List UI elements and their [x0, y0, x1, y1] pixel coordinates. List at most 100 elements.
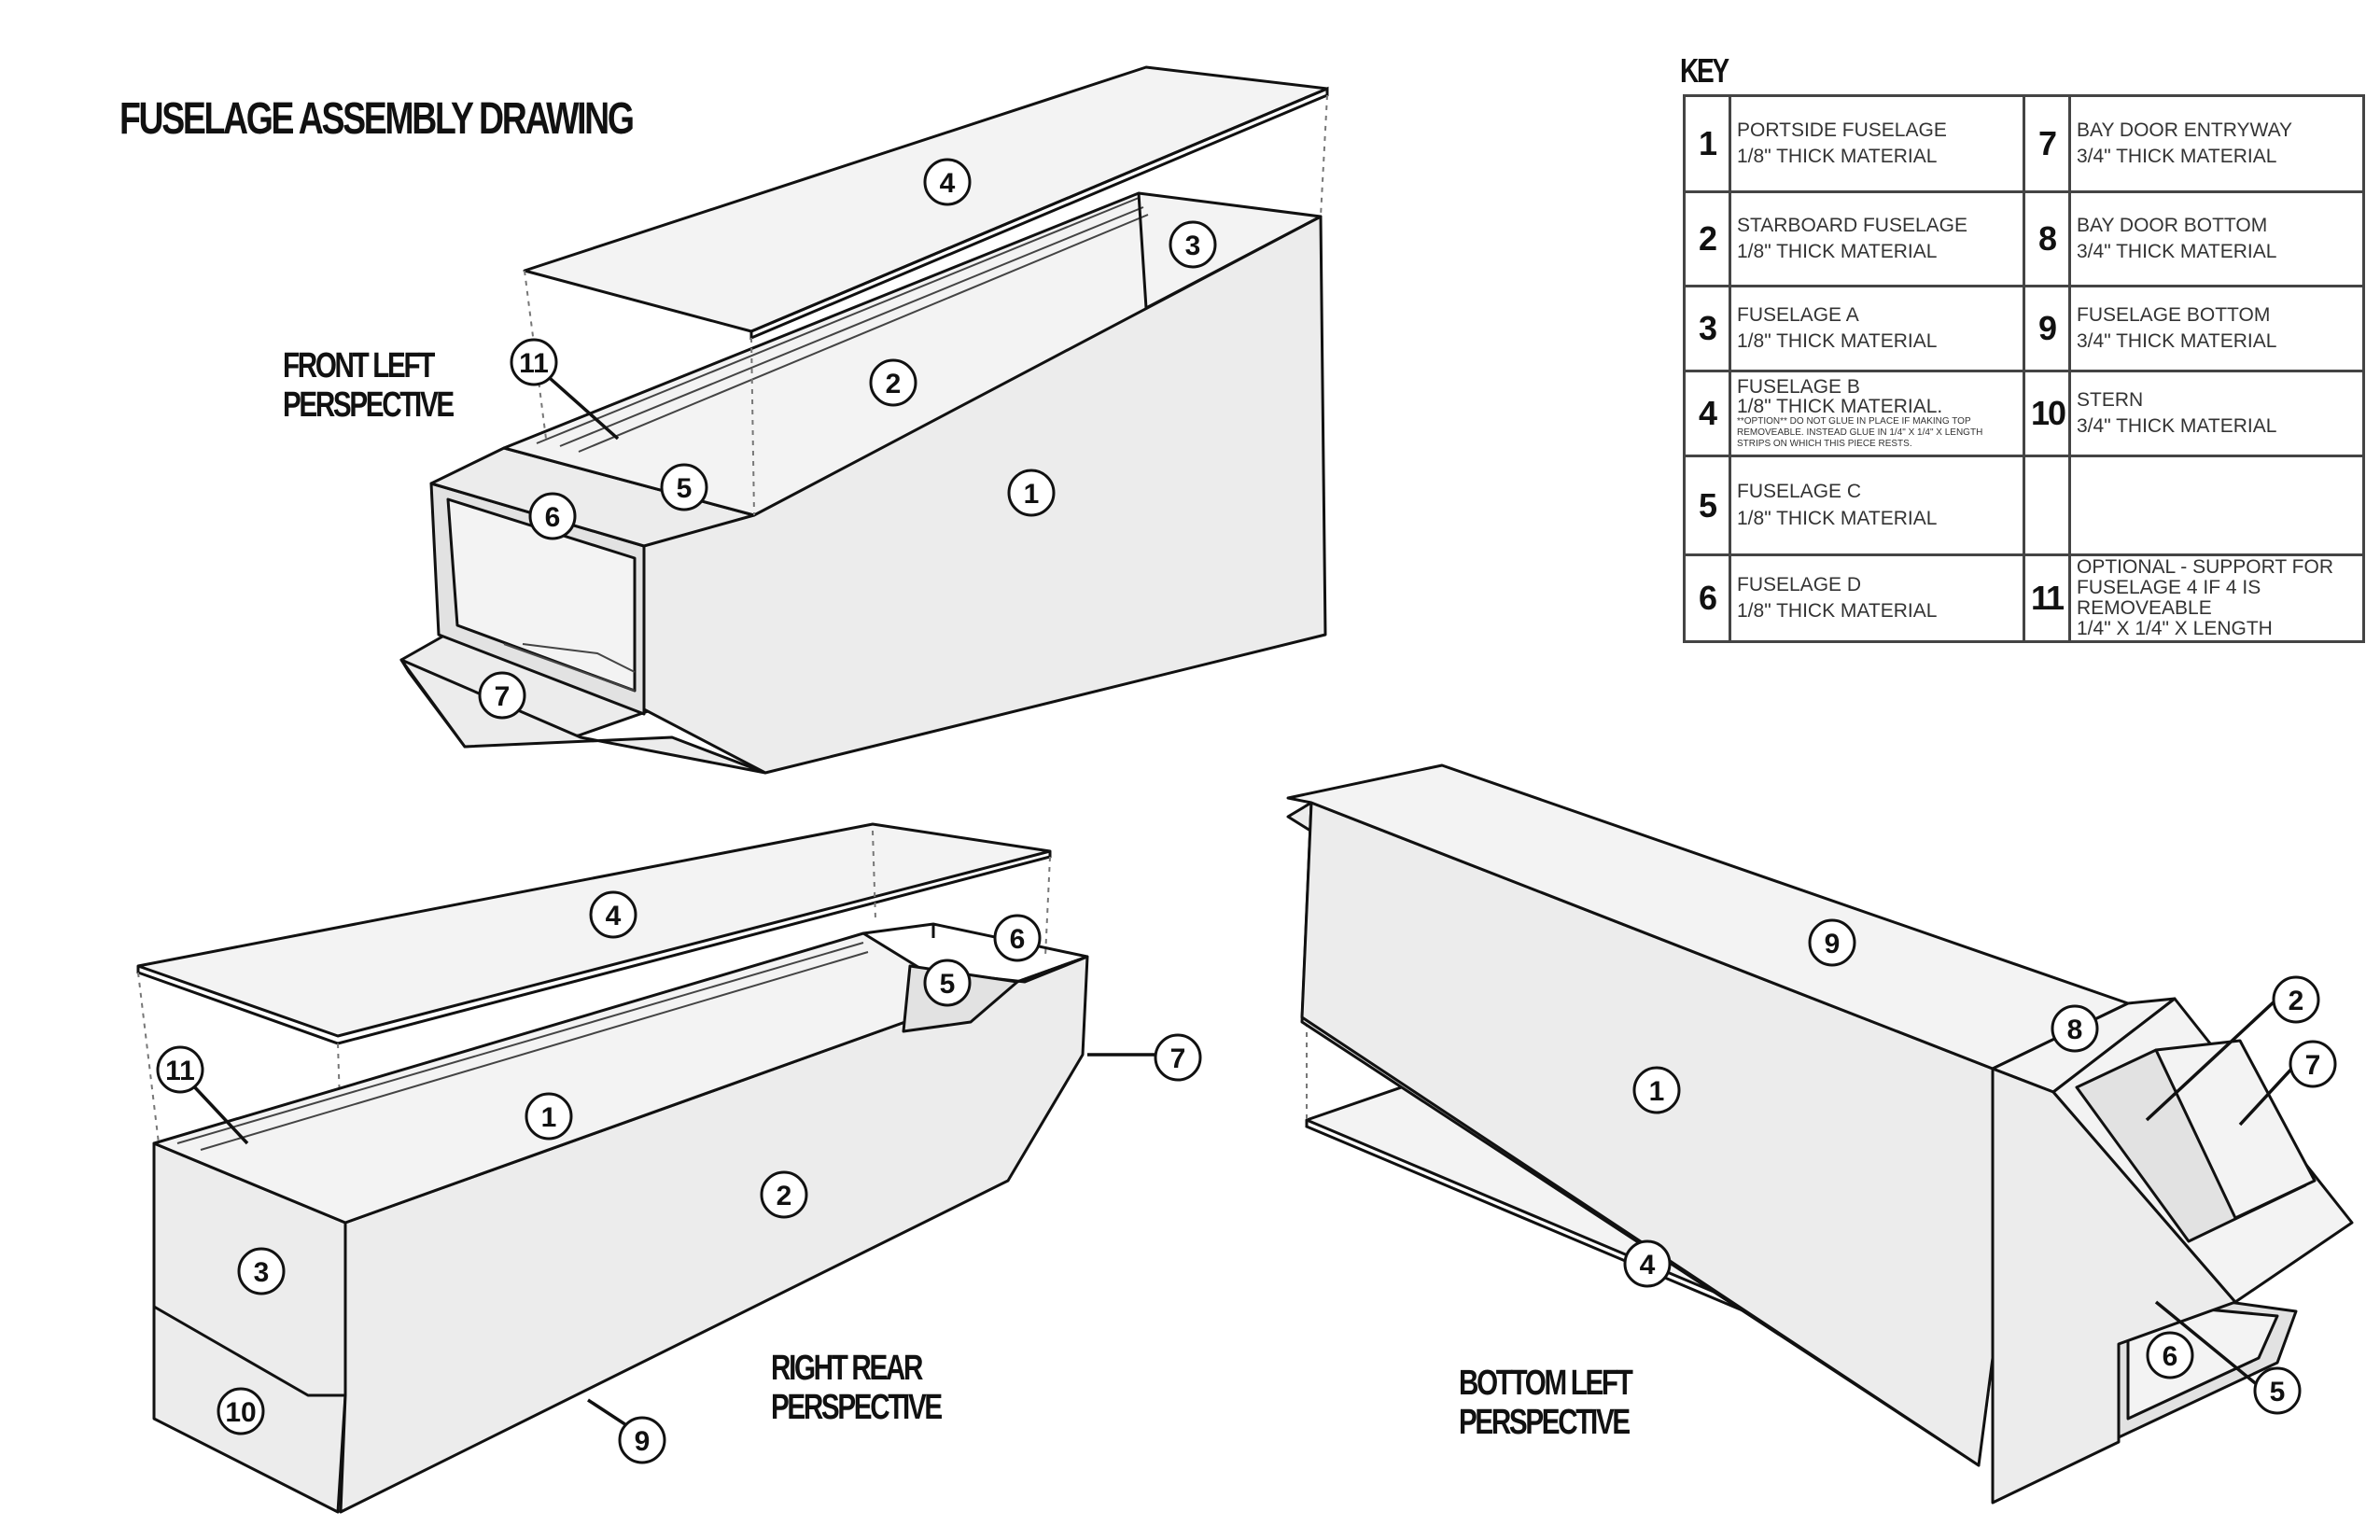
svg-text:6: 6 — [2163, 1341, 2178, 1372]
svg-text:4: 4 — [940, 168, 956, 199]
part-material: 3/4" THICK MATERIAL — [2077, 330, 2277, 352]
callouts: 4 3 11 2 5 6 1 7 4 6 5 11 7 1 2 3 10 9 9… — [156, 158, 2337, 1464]
svg-text:7: 7 — [2305, 1050, 2321, 1081]
callout-5-bottom-left: 5 — [2253, 1366, 2302, 1415]
svg-text:9: 9 — [635, 1426, 651, 1457]
key-number: 1 — [1683, 94, 1731, 193]
part-5-fuselage-c-bl — [2126, 1300, 2279, 1421]
part-name: PORTSIDE FUSELAGE — [1737, 119, 1947, 141]
svg-text:1: 1 — [1024, 479, 1040, 510]
bottom-left-label-line1: BOTTOM LEFT — [1459, 1364, 1633, 1403]
part-name: BAY DOOR BOTTOM — [2077, 214, 2268, 236]
part-material: 3/4" THICK MATERIAL — [2077, 241, 2277, 262]
part-name: FUSELAGE A — [1737, 303, 1859, 326]
svg-text:2: 2 — [777, 1181, 792, 1211]
callout-2-right-rear: 2 — [760, 1170, 808, 1219]
part-material: 1/4" X 1/4" X LENGTH — [2077, 618, 2273, 640]
svg-text:3: 3 — [1185, 231, 1201, 261]
callout-9-bottom-left: 9 — [1808, 918, 1856, 967]
front-left-label-line1: FRONT LEFT — [283, 346, 435, 385]
svg-text:3: 3 — [254, 1257, 270, 1288]
svg-text:1: 1 — [1649, 1076, 1665, 1107]
svg-text:10: 10 — [225, 1397, 256, 1428]
part-6-fuselage-d-rr — [862, 922, 1088, 959]
callout-6-front-left: 6 — [528, 492, 577, 540]
key-number: 7 — [2023, 94, 2071, 193]
callout-5-front-left: 5 — [660, 463, 708, 511]
key-number: 3 — [1683, 285, 1731, 372]
callout-7-front-left: 7 — [478, 671, 526, 720]
bottom-left-assembly — [1286, 763, 2354, 1505]
callout-11-front-left: 11 — [510, 338, 558, 386]
key-row: 6 FUSELAGE D 1/8" THICK MATERIAL 11 OPTIO… — [1683, 553, 2365, 643]
callout-1-front-left: 1 — [1007, 469, 1056, 517]
key-number: 8 — [2023, 190, 2071, 287]
svg-text:8: 8 — [2067, 1015, 2083, 1045]
svg-text:5: 5 — [940, 969, 956, 1000]
svg-text:5: 5 — [677, 473, 693, 504]
key-title: KEY — [1680, 51, 1729, 90]
key-number: 5 — [1683, 455, 1731, 556]
callout-3-front-left: 3 — [1169, 220, 1217, 269]
key-description: BAY DOOR BOTTOM 3/4" THICK MATERIAL — [2068, 190, 2365, 287]
part-material: 1/8" THICK MATERIAL — [1737, 507, 1938, 529]
key-number — [2023, 455, 2071, 556]
callout-6-bottom-left: 6 — [2146, 1331, 2194, 1379]
part-9-bottom — [399, 658, 767, 775]
callout-11-right-rear: 11 — [156, 1045, 204, 1094]
svg-text:5: 5 — [2270, 1377, 2286, 1407]
svg-text:9: 9 — [1825, 929, 1841, 959]
part-name: STARBOARD FUSELAGE — [1737, 214, 1967, 236]
part-name: FUSELAGE D — [1737, 573, 1862, 595]
bottom-left-label-line2: PERSPECTIVE — [1459, 1402, 1631, 1442]
callout-2-front-left: 2 — [869, 358, 917, 407]
front-left-label-line2: PERSPECTIVE — [283, 385, 455, 425]
part-material: 1/8" THICK MATERIAL — [1737, 600, 1938, 622]
part-name: FUSELAGE B — [1737, 376, 1860, 398]
key-number: 9 — [2023, 285, 2071, 372]
leader-5-bottom-left — [2154, 1300, 2261, 1388]
callout-7-bottom-left: 7 — [2289, 1040, 2337, 1088]
svg-text:6: 6 — [545, 502, 561, 533]
svg-text:11: 11 — [519, 348, 549, 379]
callout-4-right-rear: 4 — [589, 890, 637, 939]
svg-text:11: 11 — [165, 1056, 195, 1086]
callout-1-bottom-left: 1 — [1632, 1066, 1681, 1114]
part-name: OPTIONAL - SUPPORT FOR — [2077, 555, 2333, 578]
part-7-inner-recess-bl — [2154, 1039, 2317, 1220]
key-number: 6 — [1683, 553, 1731, 643]
svg-text:6: 6 — [1010, 924, 1026, 955]
part-name: STERN — [2077, 388, 2144, 411]
leader-7-bottom-left — [2238, 1062, 2298, 1127]
part-material: 1/8" THICK MATERIAL. — [1737, 396, 1943, 417]
part-note: **OPTION** DO NOT GLUE IN PLACE IF MAKIN… — [1737, 416, 1983, 449]
callout-6-right-rear: 6 — [993, 914, 1042, 962]
svg-text:7: 7 — [1170, 1043, 1186, 1074]
part-name-line2: FUSELAGE 4 IF 4 IS REMOVEABLE — [2077, 576, 2261, 619]
front-left-perspective-label: FRONT LEFT PERSPECTIVE — [283, 346, 455, 426]
key-number: 11 — [2023, 553, 2071, 643]
part-name: BAY DOOR ENTRYWAY — [2077, 119, 2293, 141]
callout-10-right-rear: 10 — [217, 1387, 265, 1435]
callout-2-bottom-left: 2 — [2272, 975, 2320, 1024]
svg-text:4: 4 — [606, 901, 622, 931]
drawing-title: FUSELAGE ASSEMBLY DRAWING — [119, 94, 635, 144]
key-number: 4 — [1683, 370, 1731, 457]
svg-text:2: 2 — [2289, 986, 2304, 1016]
svg-text:1: 1 — [541, 1102, 557, 1133]
key-description: FUSELAGE D 1/8" THICK MATERIAL — [1729, 553, 2025, 643]
callout-3-right-rear: 3 — [237, 1247, 286, 1295]
part-3-fuselage-a-edge — [1137, 192, 1322, 310]
